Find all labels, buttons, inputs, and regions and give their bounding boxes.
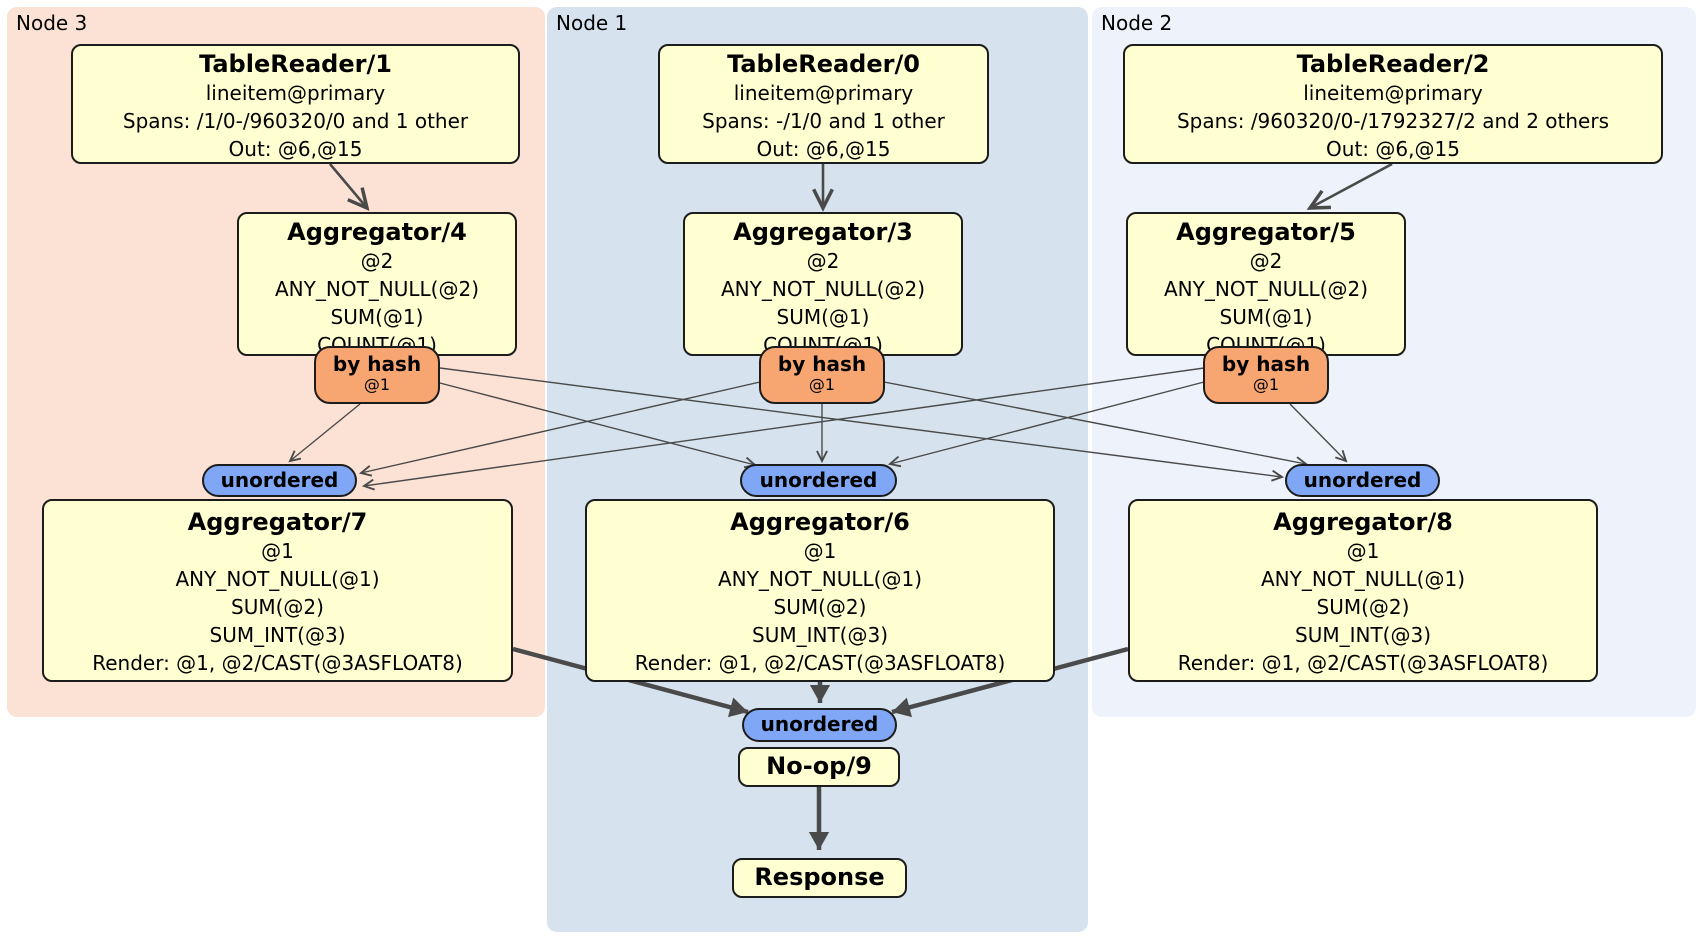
processor-detail: SUM(@2): [1316, 595, 1410, 619]
unordered-sync-node1: unordered: [740, 464, 897, 497]
processor-aggregator-3: Aggregator/3 @2 ANY_NOT_NULL(@2) SUM(@1)…: [683, 212, 963, 357]
processor-title: Aggregator/5: [1176, 218, 1356, 246]
processor-detail: Out: @6,@15: [756, 137, 891, 161]
processor-aggregator-4: Aggregator/4 @2 ANY_NOT_NULL(@2) SUM(@1)…: [237, 212, 517, 357]
processor-detail: SUM(@2): [773, 595, 867, 619]
processor-detail: SUM_INT(@3): [209, 623, 346, 647]
processor-detail: @2: [806, 249, 840, 273]
processor-detail: Spans: -/1/0 and 1 other: [702, 109, 945, 133]
processor-title: Aggregator/4: [287, 218, 467, 246]
processor-title: Aggregator/7: [187, 508, 368, 536]
edge-byhash2-u1: [890, 381, 1205, 464]
processor-detail: lineitem@primary: [205, 81, 386, 105]
processor-detail: SUM(@1): [1219, 305, 1313, 329]
unordered-sync-final: unordered: [742, 708, 897, 742]
processor-aggregator-7: Aggregator/7 @1 ANY_NOT_NULL(@1) SUM(@2)…: [42, 499, 513, 682]
response-node: Response: [732, 858, 907, 898]
edge-tr2-agg5: [1310, 162, 1393, 208]
processor-title: TableReader/2: [1296, 50, 1490, 78]
edge-byhash3-u1: [435, 381, 755, 465]
processor-detail: Render: @1, @2/CAST(@3ASFLOAT8): [92, 651, 463, 675]
processor-detail: SUM_INT(@3): [1295, 623, 1431, 647]
processor-detail: @1: [261, 539, 294, 563]
router-detail: @1: [363, 375, 391, 394]
processor-detail: Out: @6,@15: [228, 137, 363, 161]
processor-detail: Out: @6,@15: [1326, 137, 1460, 161]
processor-detail: Spans: /960320/0-/1792327/2 and 2 others: [1176, 109, 1609, 133]
processor-title: TableReader/1: [199, 50, 392, 78]
router-label: by hash: [1221, 352, 1311, 376]
processor-detail: SUM(@1): [330, 305, 424, 329]
unordered-sync-node2: unordered: [1285, 464, 1440, 497]
edge-byhash1-u3: [361, 381, 761, 473]
unordered-sync-node3: unordered: [202, 464, 357, 497]
edge-byhash2-u2: [1289, 403, 1346, 461]
processor-detail: lineitem@primary: [733, 81, 914, 105]
processor-detail: ANY_NOT_NULL(@1): [718, 567, 922, 591]
processor-detail: ANY_NOT_NULL(@1): [175, 567, 380, 591]
processor-title: Aggregator/3: [733, 218, 913, 246]
router-label: by hash: [332, 352, 422, 376]
node2-region-label: Node 2: [1101, 11, 1173, 35]
edge-byhash2-u3: [364, 367, 1205, 486]
node1-region-label: Node 1: [556, 11, 628, 35]
hash-router-node2: by hash @1: [1203, 346, 1329, 404]
processor-noop-9: No-op/9: [738, 747, 900, 787]
edge-byhash1-u2: [883, 381, 1306, 464]
processor-detail: @2: [360, 249, 394, 273]
processor-detail: SUM(@2): [231, 595, 324, 619]
processor-detail: @1: [1346, 539, 1380, 563]
processor-title: Aggregator/6: [730, 508, 910, 536]
processor-detail: Spans: /1/0-/960320/0 and 1 other: [122, 109, 469, 133]
hash-router-node3: by hash @1: [314, 346, 440, 404]
processor-detail: ANY_NOT_NULL(@2): [721, 277, 925, 301]
router-detail: @1: [808, 375, 836, 394]
processor-tablereader-2: TableReader/2 lineitem@primary Spans: /9…: [1123, 44, 1663, 164]
processor-title: No-op/9: [766, 752, 872, 780]
router-label: by hash: [777, 352, 867, 376]
processor-aggregator-5: Aggregator/5 @2 ANY_NOT_NULL(@2) SUM(@1)…: [1126, 212, 1406, 357]
processor-detail: Render: @1, @2/CAST(@3ASFLOAT8): [634, 651, 1006, 675]
processor-title: Response: [754, 863, 885, 891]
processor-tablereader-1: TableReader/1 lineitem@primary Spans: /1…: [71, 44, 520, 164]
processor-detail: SUM_INT(@3): [752, 623, 888, 647]
edge-byhash3-u2: [439, 367, 1282, 477]
router-detail: @1: [1252, 375, 1280, 394]
processor-detail: ANY_NOT_NULL(@1): [1261, 567, 1465, 591]
processor-title: TableReader/0: [727, 50, 920, 78]
processor-detail: Render: @1, @2/CAST(@3ASFLOAT8): [1177, 651, 1549, 675]
hash-router-node1: by hash @1: [759, 346, 885, 404]
processor-aggregator-6: Aggregator/6 @1 ANY_NOT_NULL(@1) SUM(@2)…: [585, 499, 1055, 682]
processor-detail: @2: [1249, 249, 1283, 273]
processor-detail: ANY_NOT_NULL(@2): [275, 277, 479, 301]
edge-tr1-agg4: [329, 163, 367, 208]
processor-detail: ANY_NOT_NULL(@2): [1164, 277, 1368, 301]
processor-title: Aggregator/8: [1273, 508, 1453, 536]
edge-byhash3-u3: [290, 403, 361, 461]
processor-aggregator-8: Aggregator/8 @1 ANY_NOT_NULL(@1) SUM(@2)…: [1128, 499, 1598, 682]
processor-detail: lineitem@primary: [1303, 81, 1483, 105]
node3-region-label: Node 3: [16, 11, 88, 35]
processor-detail: @1: [803, 539, 837, 563]
processor-tablereader-0: TableReader/0 lineitem@primary Spans: -/…: [658, 44, 989, 164]
processor-detail: SUM(@1): [776, 305, 870, 329]
